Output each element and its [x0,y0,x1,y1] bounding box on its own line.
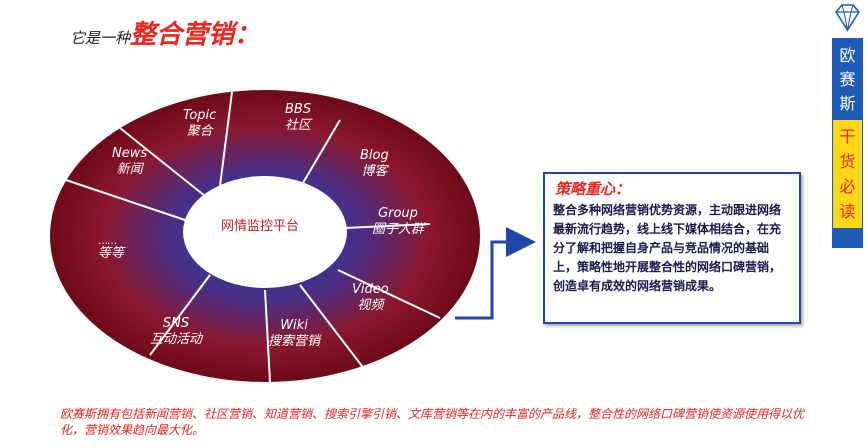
diamond-icon [835,4,860,32]
side-ychar: 必 [839,177,856,196]
segment-bbs: BBS 社区 [285,102,311,134]
segment-zh: 搜索营销 [268,334,321,349]
side-char: 赛 [839,70,856,89]
side-tag: 欧 赛 斯 干 货 必 读 [830,0,865,448]
strategy-box: 策略重心： 整合多种网络营销优势资源，主动跟进网络最新流行趋势，线上线下媒体相结… [543,172,801,324]
side-banner: 欧 赛 斯 干 货 必 读 [832,38,863,248]
segment-en: Wiki [280,318,308,333]
segment-sns: SNS 互动活动 [150,316,202,348]
slide-title: 它是一种 整合营销： [70,14,260,51]
connector-arrow [455,227,536,320]
segment-zh: 等等 [98,246,125,261]
segment-zh: 聚合 [186,124,213,139]
segment-en: Video [352,282,389,297]
ellipsis-dots: …… [98,236,117,247]
segment-zh: 圈子人群 [372,222,425,237]
strategy-text: 整合多种网络营销优势资源，主动跟进网络最新流行趋势，线上线下媒体相结合，在充分了… [553,203,782,293]
center-circle [183,176,347,288]
segment-en: BBS [285,102,312,117]
segment-zh: 社区 [285,118,312,133]
segment-zh: 互动活动 [150,332,203,347]
segment-en: Topic [183,108,217,123]
side-ychar: 读 [839,202,856,221]
segment-group: Group 圈子人群 [372,206,424,238]
segment-dividers [59,91,441,383]
segment-topic: Topic 聚合 [183,108,216,140]
segment-blog: Blog 博客 [360,148,389,180]
title-main: 整合营销： [130,20,261,50]
segment-news: News 新闻 [112,146,147,178]
segment-zh: 视频 [357,298,384,313]
strategy-title: 策略重心： [555,180,631,198]
segment-etc: 等等 [98,246,124,262]
side-yellow-panel: 干 货 必 读 [833,120,862,228]
monitoring-platform-label: 网情监控平台 [220,219,299,234]
segment-zh: 新闻 [116,162,143,177]
segment-en: News [112,146,148,161]
segment-zh: 博客 [361,164,388,179]
side-ychar: 货 [839,152,856,171]
side-char: 欧 [839,46,856,65]
side-ychar: 干 [839,127,856,146]
segment-en: SNS [162,316,190,331]
segment-en: Blog [360,148,389,163]
side-char: 斯 [839,94,856,113]
segment-en: Group [378,206,418,221]
title-prefix: 它是一种 [70,29,131,47]
segment-video: Video 视频 [352,282,389,314]
segment-wiki: Wiki 搜索营销 [268,318,320,350]
footer-note: 欧赛斯拥有包括新闻营销、社区营销、知道营销、搜索引擎引销、文库营销等在内的丰富的… [60,407,805,437]
